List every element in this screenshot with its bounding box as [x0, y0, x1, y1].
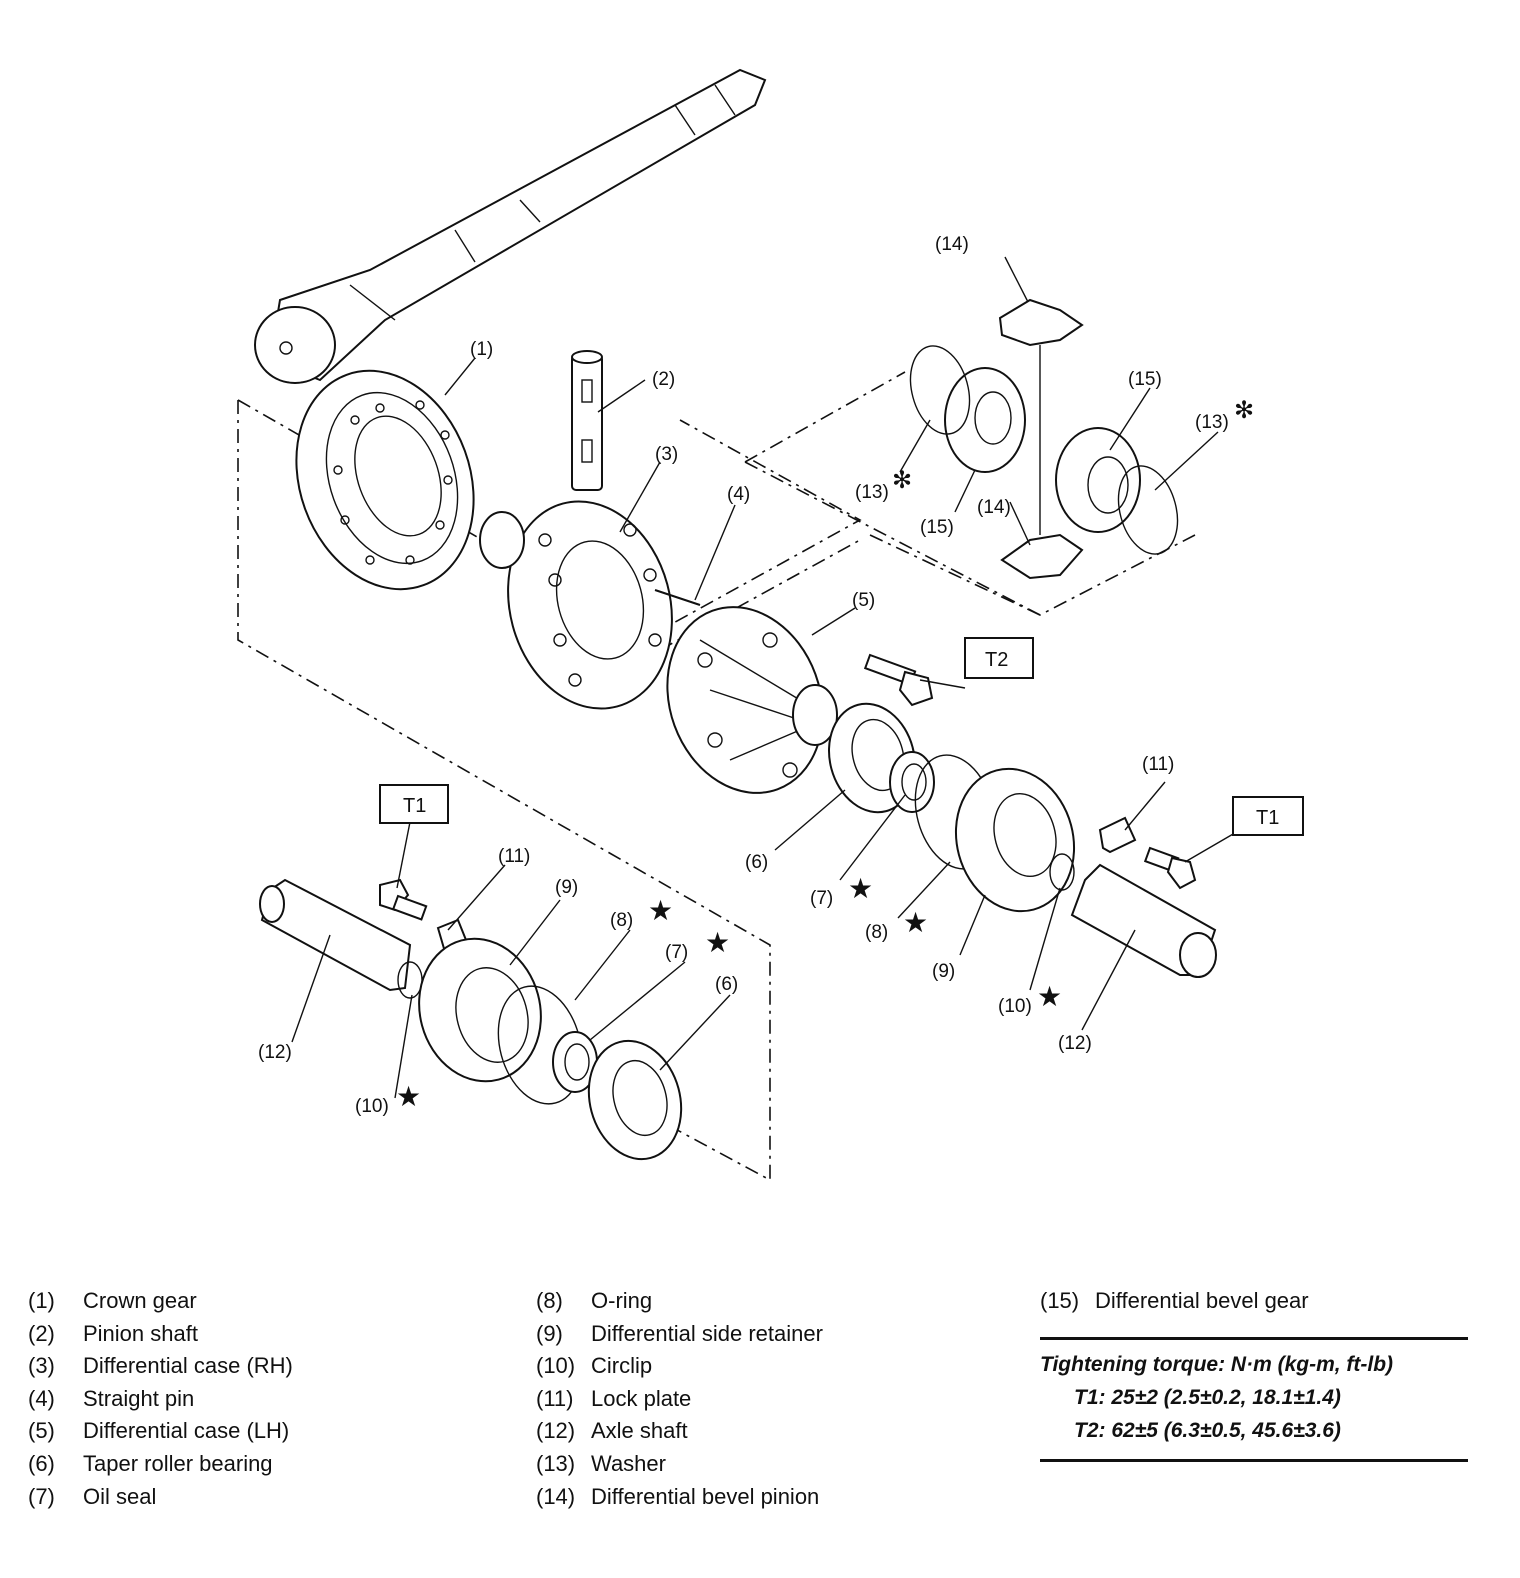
star-mark: ★ — [705, 927, 730, 958]
callout-15-left: (15) — [920, 517, 954, 538]
legend-item: (14)Differential bevel pinion — [536, 1483, 820, 1509]
legend-item: (9)Differential side retainer — [536, 1320, 823, 1346]
legend-column-2: (8)O-ring (9)Differential side retainer … — [536, 1285, 823, 1513]
bevel-gear-right — [1055, 427, 1141, 533]
side-retainer-left — [418, 937, 542, 1083]
callout-10-right: (10) — [998, 996, 1032, 1017]
callout-8-left: (8) — [610, 910, 633, 931]
tightening-torque-table: Tightening torque: N·m (kg-m, ft-lb) T1:… — [1040, 1337, 1468, 1462]
torque-t1: T1: 25±2 (2.5±0.2, 18.1±1.4) — [1074, 1386, 1341, 1409]
callout-6-left: (6) — [715, 974, 738, 995]
bevel-gear-left — [944, 367, 1026, 473]
torque-box-t2: T2 — [964, 637, 1034, 679]
washer-right — [1117, 465, 1179, 555]
legend-item: (15)Differential bevel gear — [1040, 1288, 1309, 1313]
leader-lines — [291, 256, 1241, 1099]
svg-text:T2: T2 — [985, 649, 1008, 671]
star-mark: ★ — [848, 873, 873, 904]
callout-4: (4) — [727, 484, 750, 505]
callout-9-right: (9) — [932, 961, 955, 982]
callout-11-left: (11) — [498, 846, 530, 867]
legend-item: (1)Crown gear — [28, 1288, 197, 1313]
axle-shaft-right — [1070, 863, 1217, 978]
callout-1: (1) — [470, 339, 493, 360]
torque-box-t1-left: T1 — [379, 784, 449, 824]
callout-7-right: (7) — [810, 888, 833, 909]
callout-6-right: (6) — [745, 852, 768, 873]
legend-item: (2)Pinion shaft — [28, 1320, 198, 1346]
callout-9-left: (9) — [555, 877, 578, 898]
taper-roller-bearing-left — [587, 1039, 683, 1161]
legend-item: (3)Differential case (RH) — [28, 1353, 293, 1379]
oil-seal-right — [889, 751, 935, 813]
torque-t2: T2: 62±5 (6.3±0.5, 45.6±3.6) — [1074, 1419, 1341, 1442]
legend-item: (13)Washer — [536, 1450, 666, 1476]
bolt-t1-right — [1143, 846, 1197, 890]
callout-14-bottom: (14) — [977, 497, 1011, 518]
callout-12-left: (12) — [258, 1042, 292, 1063]
legend-item: (6)Taper roller bearing — [28, 1450, 273, 1476]
note-marks: ★ ★ ★ ★ ★ ★ ✻ ✻ — [396, 397, 1254, 1112]
asterisk-mark: ✻ — [892, 467, 912, 494]
legend-column-3: (15)Differential bevel gear — [1040, 1285, 1309, 1318]
callout-12-right: (12) — [1058, 1033, 1092, 1054]
bevel-pinion-bottom — [1000, 533, 1084, 580]
callout-15-right: (15) — [1128, 369, 1162, 390]
legend-item: (5)Differential case (LH) — [28, 1418, 290, 1444]
torque-box-t1-right: T1 — [1232, 796, 1304, 836]
star-mark: ★ — [648, 895, 673, 926]
axle-shaft-left — [259, 878, 412, 992]
svg-text:T1: T1 — [1256, 807, 1279, 829]
callout-10-left: (10) — [355, 1096, 389, 1117]
star-mark: ★ — [396, 1081, 421, 1112]
washer-left — [909, 345, 971, 435]
circlip-right — [1049, 853, 1075, 891]
drive-pinion-shaft — [254, 68, 767, 384]
legend-item: (4)Straight pin — [28, 1385, 195, 1411]
lock-plate-right — [1098, 816, 1137, 854]
legend-item: (7)Oil seal — [28, 1483, 157, 1509]
legend-item: (10)Circlip — [536, 1353, 653, 1379]
callout-13-right: (13) — [1195, 412, 1229, 433]
bevel-pinion-top — [998, 298, 1084, 347]
legend-item: (8)O-ring — [536, 1288, 653, 1313]
differential-case-rh — [479, 500, 673, 710]
crown-gear — [295, 369, 475, 591]
callout-3: (3) — [655, 444, 678, 465]
bolt-t1-left — [379, 878, 428, 921]
legend-item: (11)Lock plate — [536, 1385, 692, 1411]
parts-legend: (1)Crown gear (2)Pinion shaft (3)Differe… — [28, 1285, 1498, 1525]
callout-2: (2) — [652, 369, 675, 390]
straight-pin — [654, 589, 701, 606]
star-mark: ★ — [1037, 981, 1062, 1012]
callout-13-left: (13) — [855, 482, 889, 503]
asterisk-mark: ✻ — [1234, 397, 1254, 424]
svg-text:T1: T1 — [403, 795, 426, 817]
differential-case-lh — [666, 606, 838, 794]
callout-7-left: (7) — [665, 942, 688, 963]
callout-5: (5) — [852, 590, 875, 611]
torque-heading: Tightening torque: N·m (kg-m, ft-lb) — [1040, 1353, 1394, 1376]
legend-column-1: (1)Crown gear (2)Pinion shaft (3)Differe… — [28, 1285, 293, 1513]
callout-14-top: (14) — [935, 234, 969, 255]
legend-item: (12)Axle shaft — [536, 1418, 688, 1444]
callout-labels: (1) (2) (3) (4) (5) (6) (7) (8) (9) (10)… — [258, 234, 1229, 1117]
star-mark: ★ — [903, 907, 928, 938]
callout-11-right: (11) — [1142, 754, 1174, 775]
pinion-shaft — [571, 350, 603, 491]
side-retainer-right — [954, 767, 1076, 913]
callout-8-right: (8) — [865, 922, 888, 943]
